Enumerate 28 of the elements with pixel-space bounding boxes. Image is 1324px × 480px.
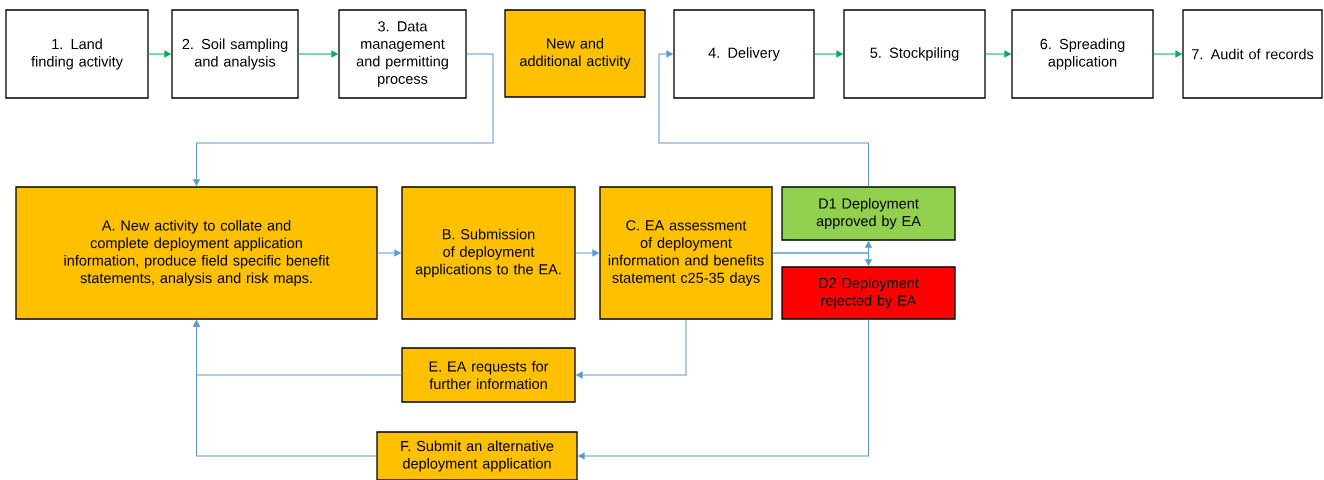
process-box: C. EA assessment of deployment information and benefits statement c25-35 days bbox=[599, 186, 773, 320]
arrow bbox=[772, 252, 872, 266]
process-box: 5. Stockpiling bbox=[843, 9, 986, 99]
arrow bbox=[193, 53, 494, 186]
process-box: 1. Land finding activity bbox=[5, 9, 149, 99]
approved-box: D1 Deployment approved by EA bbox=[781, 186, 956, 241]
arrow bbox=[193, 320, 377, 457]
arrow bbox=[148, 50, 171, 58]
arrow bbox=[1153, 50, 1182, 58]
arrow bbox=[377, 249, 401, 257]
process-box: E. EA requests for further information bbox=[401, 347, 576, 403]
process-box: 3. Data management and permitting process bbox=[338, 9, 467, 99]
arrow bbox=[575, 249, 599, 257]
arrow bbox=[578, 319, 869, 460]
arrow bbox=[985, 50, 1011, 58]
process-box: New and additional activity bbox=[504, 9, 646, 98]
process-box: F. Submit an alternative deployment application bbox=[376, 431, 578, 480]
arrow bbox=[576, 319, 687, 379]
process-box: B. Submission of deployment applications to the EA. bbox=[401, 186, 576, 320]
arrow bbox=[298, 50, 338, 58]
process-box: 2. Soil sampling and analysis bbox=[171, 9, 299, 99]
process-box: 6. Spreading application bbox=[1011, 9, 1154, 99]
process-box: A. New activity to collate and complete deployment application information, produce field specific benefit statements, analysis and risk maps. bbox=[15, 186, 378, 320]
rejected-box: D2 Deployment rejected by EA bbox=[781, 266, 956, 320]
arrow bbox=[814, 50, 843, 58]
process-box: 4. Delivery bbox=[673, 9, 815, 99]
process-box: 7. Audit of records bbox=[1182, 9, 1323, 99]
arrow bbox=[658, 50, 869, 187]
